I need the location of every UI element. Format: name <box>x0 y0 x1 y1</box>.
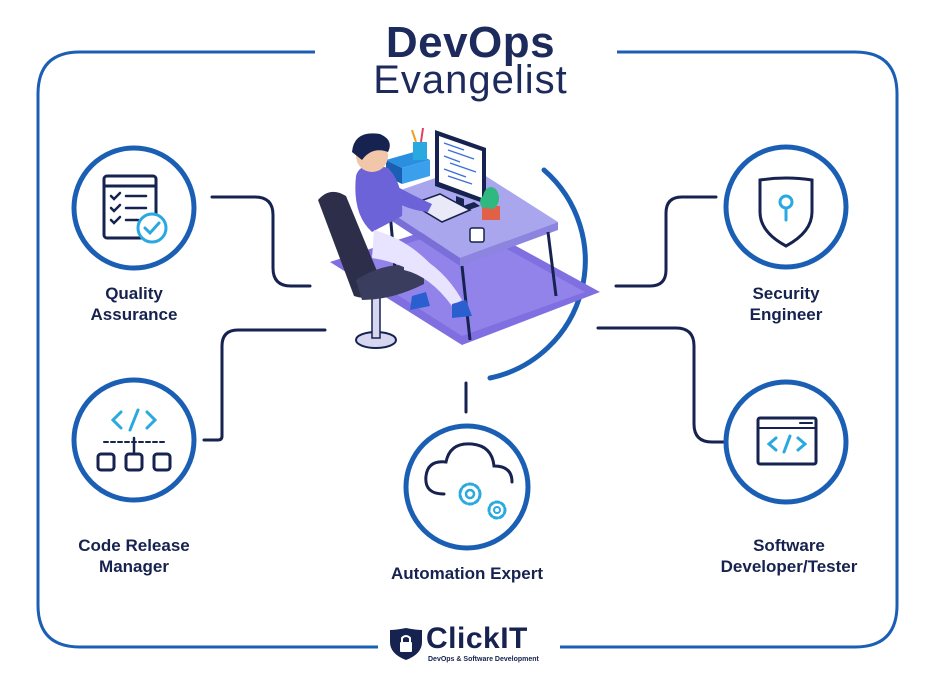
role-label: Quality <box>105 284 163 303</box>
role-automation-expert: Automation Expert <box>357 563 577 584</box>
connector-code-release <box>202 328 327 442</box>
outer-frame <box>36 50 378 649</box>
brand-name: ClickIT <box>426 622 528 655</box>
role-security-engineer: Security Engineer <box>716 283 856 325</box>
role-quality-assurance: Quality Assurance <box>64 283 204 325</box>
role-code-release-manager: Code Release Manager <box>44 535 224 577</box>
connector-developer <box>596 326 726 444</box>
cloud-gears-icon <box>424 442 514 520</box>
role-label: Assurance <box>90 305 178 324</box>
role-label: Manager <box>99 557 169 576</box>
role-software-developer: Software Developer/Tester <box>696 535 882 577</box>
code-pipeline-icon <box>96 408 172 472</box>
role-label: Code Release <box>78 536 190 555</box>
connector-quality <box>210 195 312 288</box>
role-label: Developer/Tester <box>720 557 858 576</box>
brand-tagline: DevOps & Software Development <box>428 656 539 663</box>
role-label: Engineer <box>749 305 823 324</box>
role-label: Software <box>753 536 825 555</box>
checklist-icon <box>102 174 168 244</box>
role-label: Security <box>752 284 820 303</box>
role-label: Automation Expert <box>390 564 544 583</box>
developer-illustration <box>318 127 600 349</box>
title-evangelist: Evangelist <box>373 58 568 102</box>
outer-frame <box>560 50 899 649</box>
connector-security <box>614 195 718 288</box>
clickit-shield-icon <box>390 628 422 660</box>
developer-circle <box>723 379 849 505</box>
clickit-logo: ClickIT DevOps & Software Development <box>388 622 548 666</box>
title-devops: DevOps <box>385 18 556 67</box>
shield-lock-icon <box>758 176 814 248</box>
code-window-icon <box>756 416 818 466</box>
